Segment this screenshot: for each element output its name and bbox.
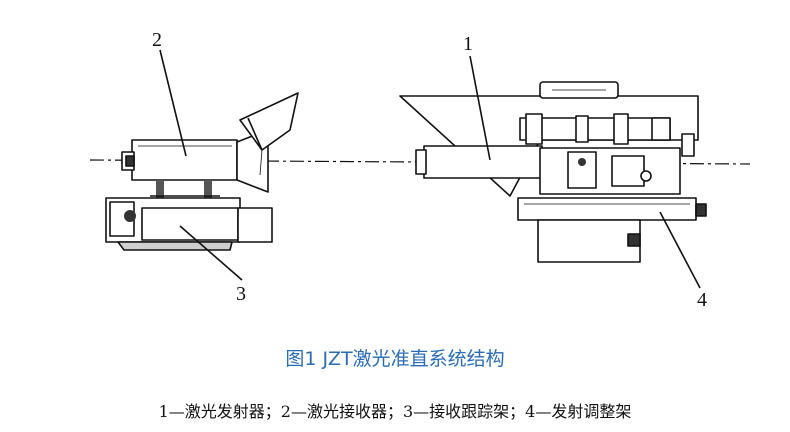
label-4: 4 <box>697 289 707 311</box>
jzt-structure-diagram: 1 2 3 4 <box>89 29 751 311</box>
figure-legend: 1—激光发射器；2—激光接收器；3—接收跟踪架；4—发射调整架 <box>158 402 632 421</box>
label-3: 3 <box>236 283 246 305</box>
laser-transmitter <box>399 81 699 197</box>
laser-receiver <box>121 92 299 193</box>
receiving-tracking-frame <box>105 197 273 251</box>
figure-caption: 图1 JZT激光准直系统结构 <box>285 348 505 370</box>
leader-line-3 <box>179 225 243 281</box>
leader-line-4 <box>659 211 701 289</box>
label-2: 2 <box>152 29 162 51</box>
leader-line-1 <box>469 55 491 161</box>
label-1: 1 <box>463 33 473 55</box>
leader-line-2 <box>159 49 187 157</box>
transmitter-adjusting-frame <box>517 197 707 263</box>
